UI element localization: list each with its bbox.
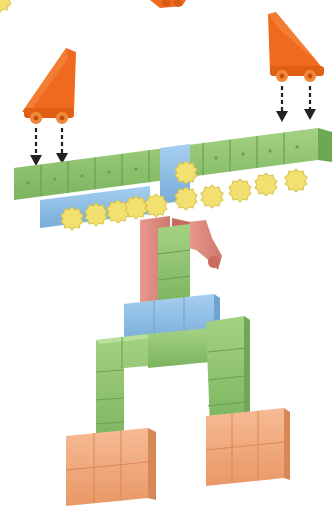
left-foot [65,428,156,506]
blue-shoulder-block [160,144,190,204]
left-wing-piece-icon [22,48,76,124]
down-arrow-icon [30,128,42,166]
down-arrow-icon [56,128,68,164]
down-arrow-icon [304,86,316,120]
right-foot [205,408,290,486]
right-leg [206,316,250,428]
right-wing-piece-icon [268,12,324,82]
hip-crossbar [148,328,210,368]
yellow-gear-row [0,0,308,231]
down-arrow-icon [276,86,288,122]
left-leg [95,334,152,446]
green-spine [158,224,190,306]
top-partial-piece [150,0,186,8]
